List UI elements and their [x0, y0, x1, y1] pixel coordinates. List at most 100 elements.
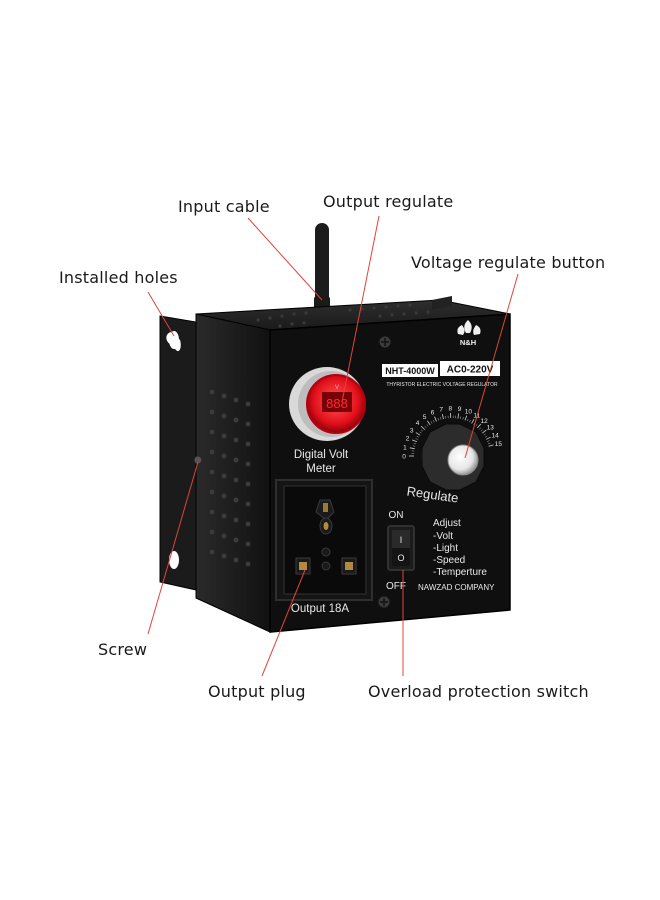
brand-text: N&H: [460, 338, 476, 347]
dial-minor-tick: [487, 442, 491, 445]
meter-label-line1: Digital Volt: [294, 449, 349, 461]
dial-minor-tick: [424, 425, 427, 429]
leader-input-cable: [247, 217, 323, 301]
voltage-regulate-knob[interactable]: [421, 423, 485, 491]
dial-minor-tick: [487, 440, 490, 442]
dial-minor-tick: [417, 433, 421, 436]
adjust-item-speed: -Speed: [433, 555, 465, 566]
top-vent: [256, 303, 430, 328]
range-text: AC0-220V: [447, 365, 494, 376]
dial-scale-number: 1: [403, 444, 407, 451]
meter-label-line2: Meter: [306, 463, 336, 475]
leader-output-regulate: [341, 215, 380, 403]
dial-scale-number: 2: [406, 436, 410, 443]
overload-protection-switch[interactable]: I O: [387, 525, 415, 571]
callout-voltage-regulate-button: Voltage regulate button: [411, 253, 606, 272]
dial-scale-number: 9: [458, 406, 462, 413]
dial-minor-tick: [419, 431, 422, 434]
dial-minor-tick: [422, 427, 425, 430]
dial-minor-tick: [430, 421, 433, 424]
meter-display: [322, 392, 352, 412]
dial-minor-tick: [482, 431, 485, 434]
dial-minor-tick: [437, 417, 440, 421]
adjust-title: Adjust: [433, 518, 461, 529]
svg-text:888: 888: [326, 396, 348, 411]
panel-screw-bottom: [377, 595, 391, 609]
dial-minor-tick: [415, 438, 418, 440]
adjust-item-light: -Light: [433, 543, 458, 554]
dial-minor-tick: [420, 429, 424, 432]
brand-logo: N&H: [457, 320, 481, 347]
dial-minor-tick: [469, 419, 471, 423]
dial-minor-tick: [486, 437, 489, 440]
dial-minor-tick: [460, 416, 462, 419]
callout-input-cable: Input cable: [178, 197, 270, 216]
dial-minor-tick: [462, 417, 464, 420]
callout-output-plug: Output plug: [208, 682, 306, 701]
installed-hole-top: [169, 331, 179, 349]
dial-scale-number: 14: [491, 433, 499, 440]
dial-minor-tick: [432, 419, 435, 423]
dial-minor-tick: [467, 418, 469, 422]
dial-minor-tick: [471, 421, 474, 424]
adjust-item-temperture: -Temperture: [433, 567, 487, 578]
dial-scale-number: 4: [416, 420, 420, 427]
knob-cap: [447, 444, 479, 476]
adjust-item-volt: -Volt: [433, 531, 453, 542]
dial-minor-tick: [477, 425, 480, 428]
model-text: NHT-4000W: [385, 366, 435, 376]
dial-minor-tick: [480, 429, 483, 432]
side-vent: [209, 389, 251, 567]
dial-scale-number: 0: [402, 454, 406, 461]
leader-installed-holes: [147, 291, 175, 337]
leader-output-plug: [261, 569, 306, 677]
leader-voltage-regulate-button: [464, 273, 519, 459]
output-label: Output 18A: [291, 603, 350, 615]
panel-screw-top: [378, 335, 392, 349]
leader-lines: [147, 215, 519, 677]
dial-scale-number: 8: [448, 406, 452, 413]
output-plug: [275, 479, 373, 601]
dial-minor-tick: [442, 416, 444, 420]
digital-volt-meter: 888 V: [289, 367, 366, 441]
mounting-bracket: [159, 315, 197, 591]
dial-minor-tick: [435, 418, 437, 422]
company-text: NAWZAD COMPANY: [418, 583, 495, 592]
dial-minor-tick: [475, 424, 478, 427]
dial-minor-tick: [440, 417, 442, 420]
subtitle-text: THYRISTOR ELECTRIC VOLTAGE REGULATOR: [386, 382, 498, 388]
leader-screw: [147, 461, 199, 635]
dial-scale-number: 12: [480, 418, 488, 425]
switch-on-symbol: I: [400, 535, 403, 545]
dial-scale-number: 6: [431, 410, 435, 417]
switch-off-label: OFF: [386, 581, 406, 592]
svg-text:V: V: [335, 385, 339, 391]
callout-output-regulate: Output regulate: [323, 192, 454, 211]
screw: [193, 455, 203, 465]
dial-scale-number: 13: [487, 425, 495, 432]
dial-minor-tick: [483, 433, 486, 436]
installed-hole-bottom: [169, 551, 179, 569]
dial-minor-tick: [479, 427, 482, 430]
dial-scale-number: 15: [495, 441, 503, 448]
dial-scale-number: 3: [410, 427, 414, 434]
model-label: NHT-4000W AC0-220V THYRISTOR ELECTRIC VO…: [382, 361, 500, 388]
dial-minor-tick: [412, 445, 416, 447]
dial-minor-tick: [488, 445, 492, 447]
dial-minor-tick: [426, 424, 429, 427]
callout-installed-holes: Installed holes: [59, 268, 178, 287]
dial-minor-tick: [413, 443, 416, 445]
dial-minor-tick: [484, 435, 488, 438]
dial-minor-tick: [464, 417, 467, 421]
switch-on-label: ON: [389, 510, 404, 521]
dial-scale-number: 7: [439, 407, 443, 414]
dial-minor-tick: [428, 422, 431, 426]
callout-overload-protection-switch: Overload protection switch: [368, 682, 589, 701]
dial-minor-tick: [416, 435, 420, 438]
dial-minor-tick: [414, 440, 417, 443]
dial-scale-number: 10: [465, 408, 473, 415]
switch-off-symbol: O: [397, 553, 404, 563]
dial-scale-number: 5: [423, 414, 427, 421]
device-side: [195, 313, 271, 633]
